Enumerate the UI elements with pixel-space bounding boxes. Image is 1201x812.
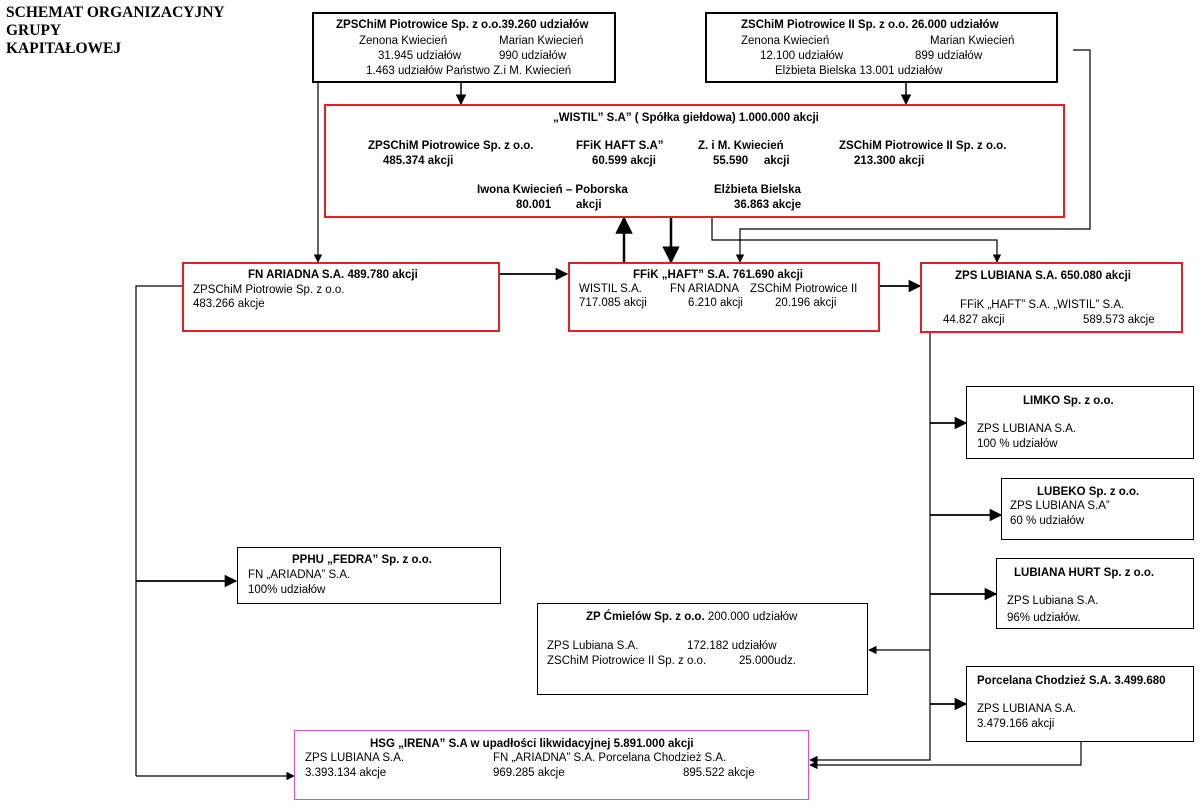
zpschim-title: ZPSChiM Piotrowice Sp. z o.o.39.260 udzi…: [336, 19, 589, 31]
ariadna-line2: 483.266 akcje: [193, 298, 265, 310]
zschim-owner-b-val: 899 udziałów: [915, 50, 983, 62]
cmielow-title: ZP Ćmielów Sp. z o.o. 200.000 udziałów: [586, 610, 797, 625]
wistil-s4-name: ZSChiM Piotrowice II Sp. z o.o.: [839, 140, 1007, 152]
lubiana-box: ZPS LUBIANA S.A. 650.080 akcji FFiK „HAF…: [920, 262, 1183, 333]
wistil-s3-val: 55.590: [713, 155, 749, 167]
fedra-box: PPHU „FEDRA” Sp. z o.o. FN „ARIADNA” S.A…: [237, 547, 501, 604]
zpschim-owner-a-name: Zenona Kwiecień: [359, 35, 448, 47]
chodziez-line1: ZPS LUBIANA S.A.: [977, 703, 1077, 715]
limko-line2: 100 % udziałów: [977, 438, 1058, 450]
wistil-s5-name: Iwona Kwiecień – Poborska: [477, 184, 628, 196]
haft-c2-val: 6.210 akcji: [688, 297, 743, 309]
chodziez-title: Porcelana Chodzież S.A. 3.499.680: [977, 675, 1166, 687]
zpschim-owner-b-name: Marian Kwiecień: [499, 35, 584, 47]
chodziez-line2: 3.479.166 akcji: [977, 718, 1055, 730]
irena-title: HSG „IRENA” S.A w upadłości likwidacyjne…: [370, 738, 694, 750]
zpschim-owner-b-val: 990 udziałów: [499, 50, 567, 62]
wistil-s2-val: 60.599 akcji: [592, 155, 656, 167]
cmielow-box: ZP Ćmielów Sp. z o.o. 200.000 udziałów Z…: [537, 603, 868, 695]
lubiana-v2: 589.573 akcje: [1083, 314, 1155, 326]
haft-c2-name: FN ARIADNA: [670, 283, 740, 295]
wistil-s4-val: 213.300 akcji: [854, 155, 925, 167]
chodziez-box: Porcelana Chodzież S.A. 3.499.680 ZPS LU…: [966, 666, 1194, 742]
lubeko-line1: ZPS LUBIANA S.A”: [1010, 500, 1110, 512]
fedra-title: PPHU „FEDRA” Sp. z o.o.: [292, 554, 432, 566]
cmielow-title-rest: 200.000 udziałów: [704, 611, 798, 623]
page-title: SCHEMAT ORGANIZACYJNY GRUPY KAPITAŁOWEJ: [6, 4, 225, 57]
fedra-line2: 100% udziałów: [248, 584, 326, 596]
zschim-piotrowice-ii-box: ZSChiM Piotrowice II Sp. z o.o. 26.000 u…: [705, 12, 1058, 83]
wistil-s3-unit: akcji: [764, 155, 790, 167]
lubeko-title: LUBEKO Sp. z o.o.: [1037, 486, 1140, 498]
wistil-s1-name: ZPSChiM Piotrowice Sp. z o.o.: [368, 140, 534, 152]
lubiana-hurt-line1: ZPS Lubiana S.A.: [1007, 595, 1099, 607]
lubiana-owners: FFiK „HAFT” S.A. „WISTIL” S.A.: [960, 299, 1125, 311]
cmielow-title-bold: ZP Ćmielów Sp. z o.o.: [586, 611, 705, 623]
zschim-owner-a-name: Zenona Kwiecień: [741, 35, 830, 47]
link-wistil-lubiana: [711, 218, 1002, 263]
link-lubiana-trunk: [809, 333, 931, 765]
link-ariadna-trunk: [135, 285, 182, 776]
limko-line1: ZPS LUBIANA S.A.: [977, 423, 1077, 435]
wistil-s6-name: Elżbieta Bielska: [714, 184, 801, 196]
link-chodziez-irena: [809, 742, 1082, 770]
wistil-s5-val: 80.001: [516, 199, 552, 211]
irena-box: HSG „IRENA” S.A w upadłości likwidacyjne…: [294, 730, 809, 800]
ariadna-title: FN ARIADNA S.A. 489.780 akcji: [248, 269, 418, 281]
lubiana-hurt-box: LUBIANA HURT Sp. z o.o. ZPS Lubiana S.A.…: [996, 558, 1194, 629]
wistil-s5-unit: akcji: [576, 199, 602, 211]
irena-c2-name: FN „ARIADNA” S.A. Porcelana Chodzież S.A…: [493, 752, 727, 764]
zschim-owner-b-name: Marian Kwiecień: [930, 35, 1015, 47]
fedra-line1: FN „ARIADNA” S.A.: [248, 569, 351, 581]
lubiana-v1: 44.827 akcji: [943, 314, 1005, 326]
wistil-s6-val: 36.863 akcje: [734, 199, 802, 211]
limko-box: LIMKO Sp. z o.o. ZPS LUBIANA S.A. 100 % …: [966, 386, 1194, 459]
lubeko-box: LUBEKO Sp. z o.o. ZPS LUBIANA S.A” 60 % …: [1001, 478, 1194, 540]
zpschim-owner-a-val: 31.945 udziałów: [378, 50, 462, 62]
wistil-title: „WISTIL” S.A” ( Spółka giełdowa) 1.000.0…: [553, 112, 819, 124]
lubiana-title: ZPS LUBIANA S.A. 650.080 akcji: [955, 270, 1131, 282]
haft-c1-name: WISTIL S.A.: [579, 283, 642, 295]
zpschim-piotrowice-box: ZPSChiM Piotrowice Sp. z o.o.39.260 udzi…: [312, 12, 616, 83]
zpschim-owner-c: 1.463 udziałów Państwo Z.i M. Kwiecień: [366, 65, 572, 77]
ariadna-line1: ZPSChiM Piotrowie Sp. z o.o.: [193, 284, 345, 296]
lubiana-hurt-title: LUBIANA HURT Sp. z o.o.: [1014, 567, 1155, 579]
zschim-title: ZSChiM Piotrowice II Sp. z o.o. 26.000 u…: [741, 19, 999, 31]
haft-box: FFiK „HAFT” S.A. 761.690 akcji WISTIL S.…: [568, 262, 880, 332]
cmielow-r1-name: ZPS Lubiana S.A.: [547, 640, 639, 652]
cmielow-r2-name: ZSChiM Piotrowice II Sp. z o.o.: [547, 655, 707, 667]
zschim-owner-a-val: 12.100 udziałów: [760, 50, 844, 62]
lubiana-hurt-line2: 96% udziałów.: [1007, 612, 1081, 624]
irena-c2-val: 969.285 akcje: [493, 767, 565, 779]
irena-c3-val: 895.522 akcje: [683, 767, 755, 779]
wistil-box: „WISTIL” S.A” ( Spółka giełdowa) 1.000.0…: [324, 104, 1065, 218]
haft-c3-name: ZSChiM Piotrowice II: [750, 283, 858, 295]
wistil-s3-name: Z. i M. Kwiecień: [698, 140, 784, 152]
haft-c3-val: 20.196 akcji: [775, 297, 837, 309]
cmielow-r1-val: 172.182 udziałów: [687, 640, 777, 652]
haft-title: FFiK „HAFT” S.A. 761.690 akcji: [633, 269, 804, 281]
lubeko-line2: 60 % udziałów: [1010, 515, 1085, 527]
irena-c1-name: ZPS LUBIANA S.A.: [305, 752, 405, 764]
limko-title: LIMKO Sp. z o.o.: [1023, 395, 1114, 407]
wistil-s2-name: FFiK HAFT S.A”: [576, 140, 664, 152]
haft-c1-val: 717.085 akcji: [579, 297, 647, 309]
cmielow-r2-val: 25.000udz.: [739, 655, 796, 667]
wistil-s1-val: 485.374 akcji: [383, 155, 454, 167]
ariadna-box: FN ARIADNA S.A. 489.780 akcji ZPSChiM Pi…: [182, 262, 500, 332]
zschim-owner-c: Elżbieta Bielska 13.001 udziałów: [775, 65, 943, 77]
irena-c1-val: 3.393.134 akcje: [305, 767, 387, 779]
